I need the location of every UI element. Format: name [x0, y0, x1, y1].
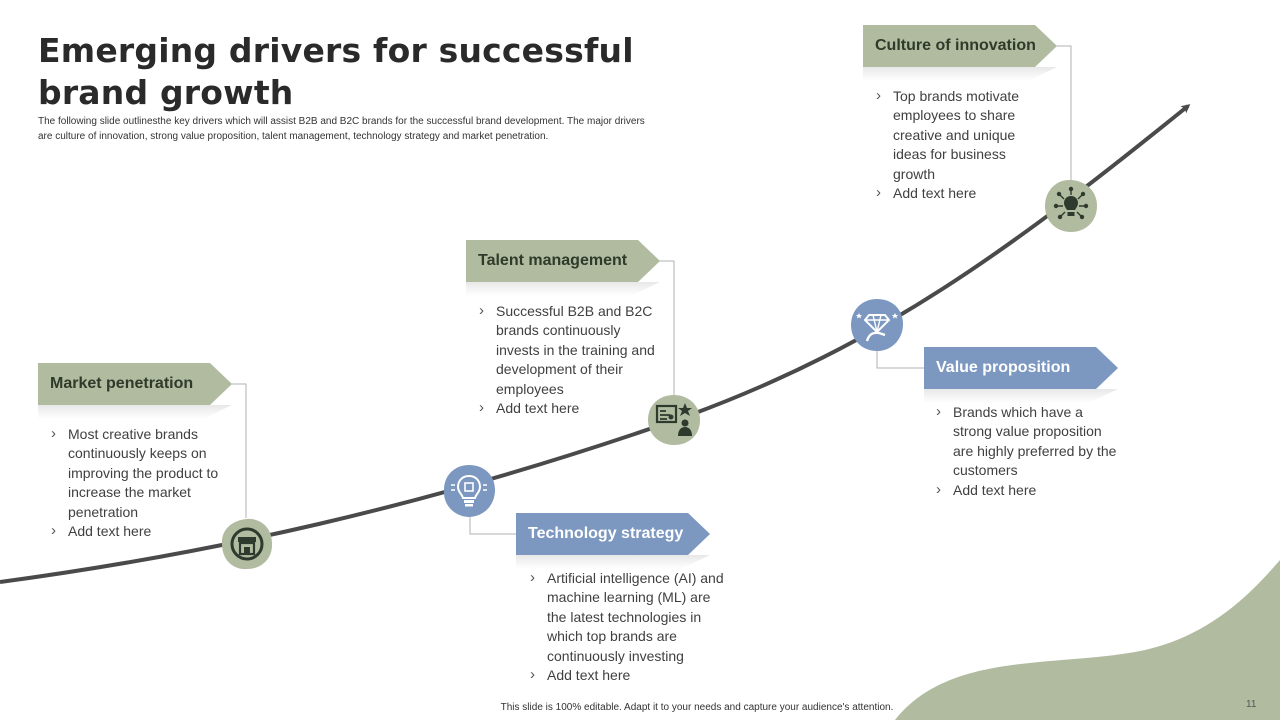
list-item: Add text here	[874, 183, 1049, 203]
list-item: Successful B2B and B2C brands continuous…	[477, 301, 662, 399]
presentation-employee-icon	[648, 395, 700, 445]
lightbulb-network-icon	[1045, 179, 1097, 232]
bullets-talent-management: Successful B2B and B2C brands continuous…	[477, 301, 662, 418]
hand-diamond-icon	[851, 299, 903, 351]
list-item: Most creative brands continuously keeps …	[49, 424, 229, 522]
tag-shadow	[863, 67, 1057, 81]
page-subtitle: The following slide outlinesthe key driv…	[38, 116, 645, 142]
list-item: Top brands motivate employees to share c…	[874, 86, 1049, 184]
tag-shadow	[516, 555, 710, 569]
tag-technology-strategy: Technology strategy	[516, 513, 710, 555]
list-item: Brands which have a strong value proposi…	[934, 402, 1119, 481]
page-number: 11	[1246, 699, 1257, 710]
tag-shadow	[924, 389, 1118, 403]
tag-culture-of-innovation: Culture of innovation	[863, 25, 1057, 67]
tag-market-penetration: Market penetration	[38, 363, 232, 405]
page-title: Emerging drivers for successful brand gr…	[38, 31, 634, 112]
tag-shadow	[38, 405, 232, 419]
lightbulb-chip-icon	[443, 465, 495, 517]
tag-shadow	[466, 282, 660, 296]
tag-value-proposition: Value proposition	[924, 347, 1118, 389]
bullets-value-proposition: Brands which have a strong value proposi…	[934, 402, 1119, 500]
bullets-culture-of-innovation: Top brands motivate employees to share c…	[874, 86, 1049, 203]
decorative-blob	[895, 560, 1280, 720]
connector-lines	[228, 45, 1072, 535]
list-item: Artificial intelligence (AI) and machine…	[528, 568, 728, 666]
bullets-market-penetration: Most creative brands continuously keeps …	[49, 424, 229, 541]
list-item: Add text here	[477, 398, 662, 418]
bullets-technology-strategy: Artificial intelligence (AI) and machine…	[528, 568, 728, 685]
list-item: Add text here	[528, 665, 728, 685]
storefront-icon	[221, 518, 273, 570]
list-item: Add text here	[49, 521, 229, 541]
tag-talent-management: Talent management	[466, 240, 660, 282]
footer-note: This slide is 100% editable. Adapt it to…	[500, 702, 894, 713]
list-item: Add text here	[934, 480, 1119, 500]
